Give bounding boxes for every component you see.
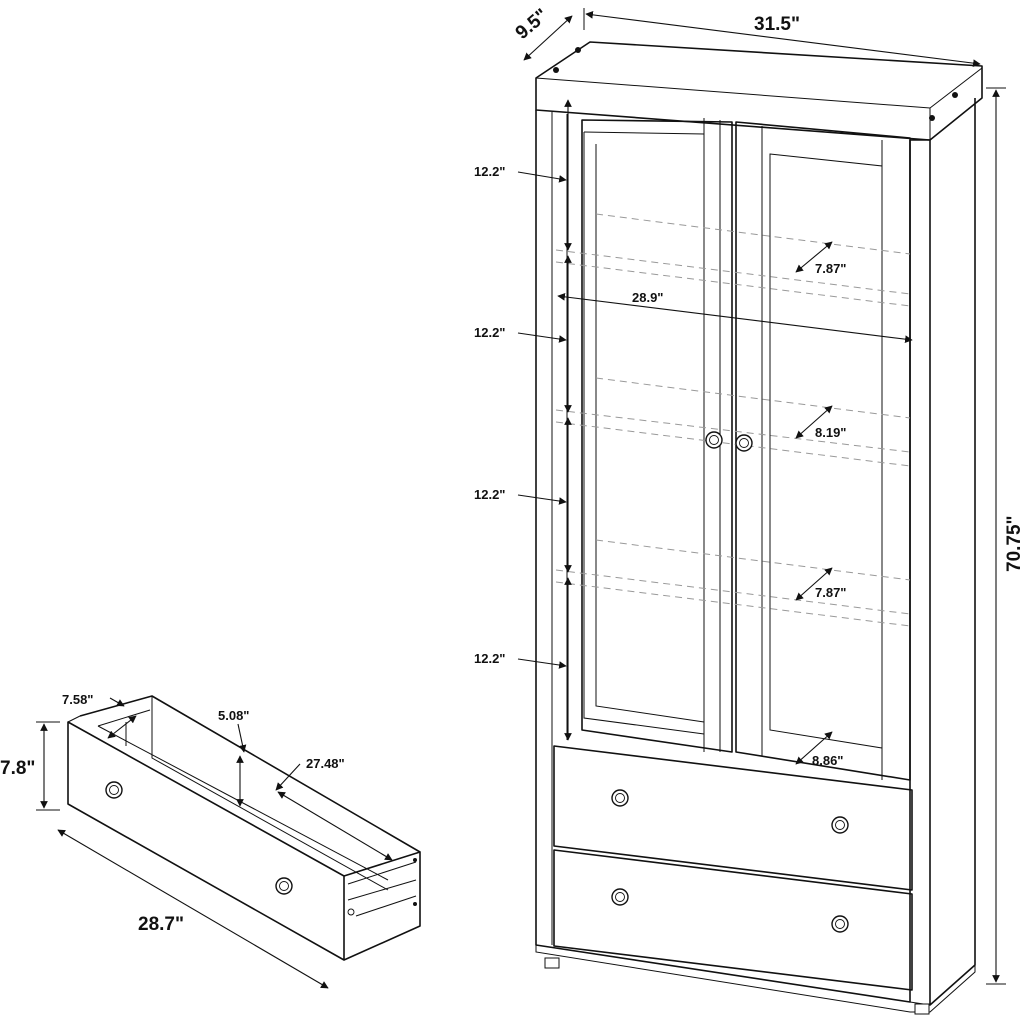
right-door — [735, 121, 911, 781]
shelf-spacing-label-3: 12.2" — [474, 487, 505, 502]
cabinet-drawer-bottom — [553, 849, 913, 991]
drawer-drawing — [36, 695, 421, 989]
drawer-height-label: 7.8" — [0, 758, 35, 779]
interior-width-label: 28.9" — [632, 290, 663, 305]
cabinet-top — [535, 41, 983, 141]
shelf-depth-label-1: 7.87" — [815, 261, 846, 276]
shelf-depth-label-2: 8.19" — [815, 425, 846, 440]
drawer-inner-width-label: 7.58" — [62, 692, 93, 707]
shelf-spacing-label-2: 12.2" — [474, 325, 505, 340]
drawer-length-label: 28.7" — [138, 914, 184, 935]
left-door — [581, 119, 733, 753]
shelf-spacing-label-1: 12.2" — [474, 164, 505, 179]
shelf-spacing-label-4: 12.2" — [474, 651, 505, 666]
cabinet-width-label: 31.5" — [754, 14, 800, 35]
shelf-depth-label-3: 7.87" — [815, 585, 846, 600]
cabinet-depth-label: 9.5" — [512, 5, 553, 44]
cabinet-body — [535, 110, 911, 1003]
drawer-front — [67, 721, 345, 961]
shelf-depth-label-4: 8.86" — [812, 753, 843, 768]
cabinet-drawer-top — [553, 745, 913, 891]
cabinet-height-label: 70.75" — [1004, 515, 1024, 572]
drawer-inner-length-label: 27.48" — [306, 756, 345, 771]
drawer-inner-height-label: 5.08" — [218, 708, 249, 723]
cabinet-drawing — [517, 8, 1006, 1015]
